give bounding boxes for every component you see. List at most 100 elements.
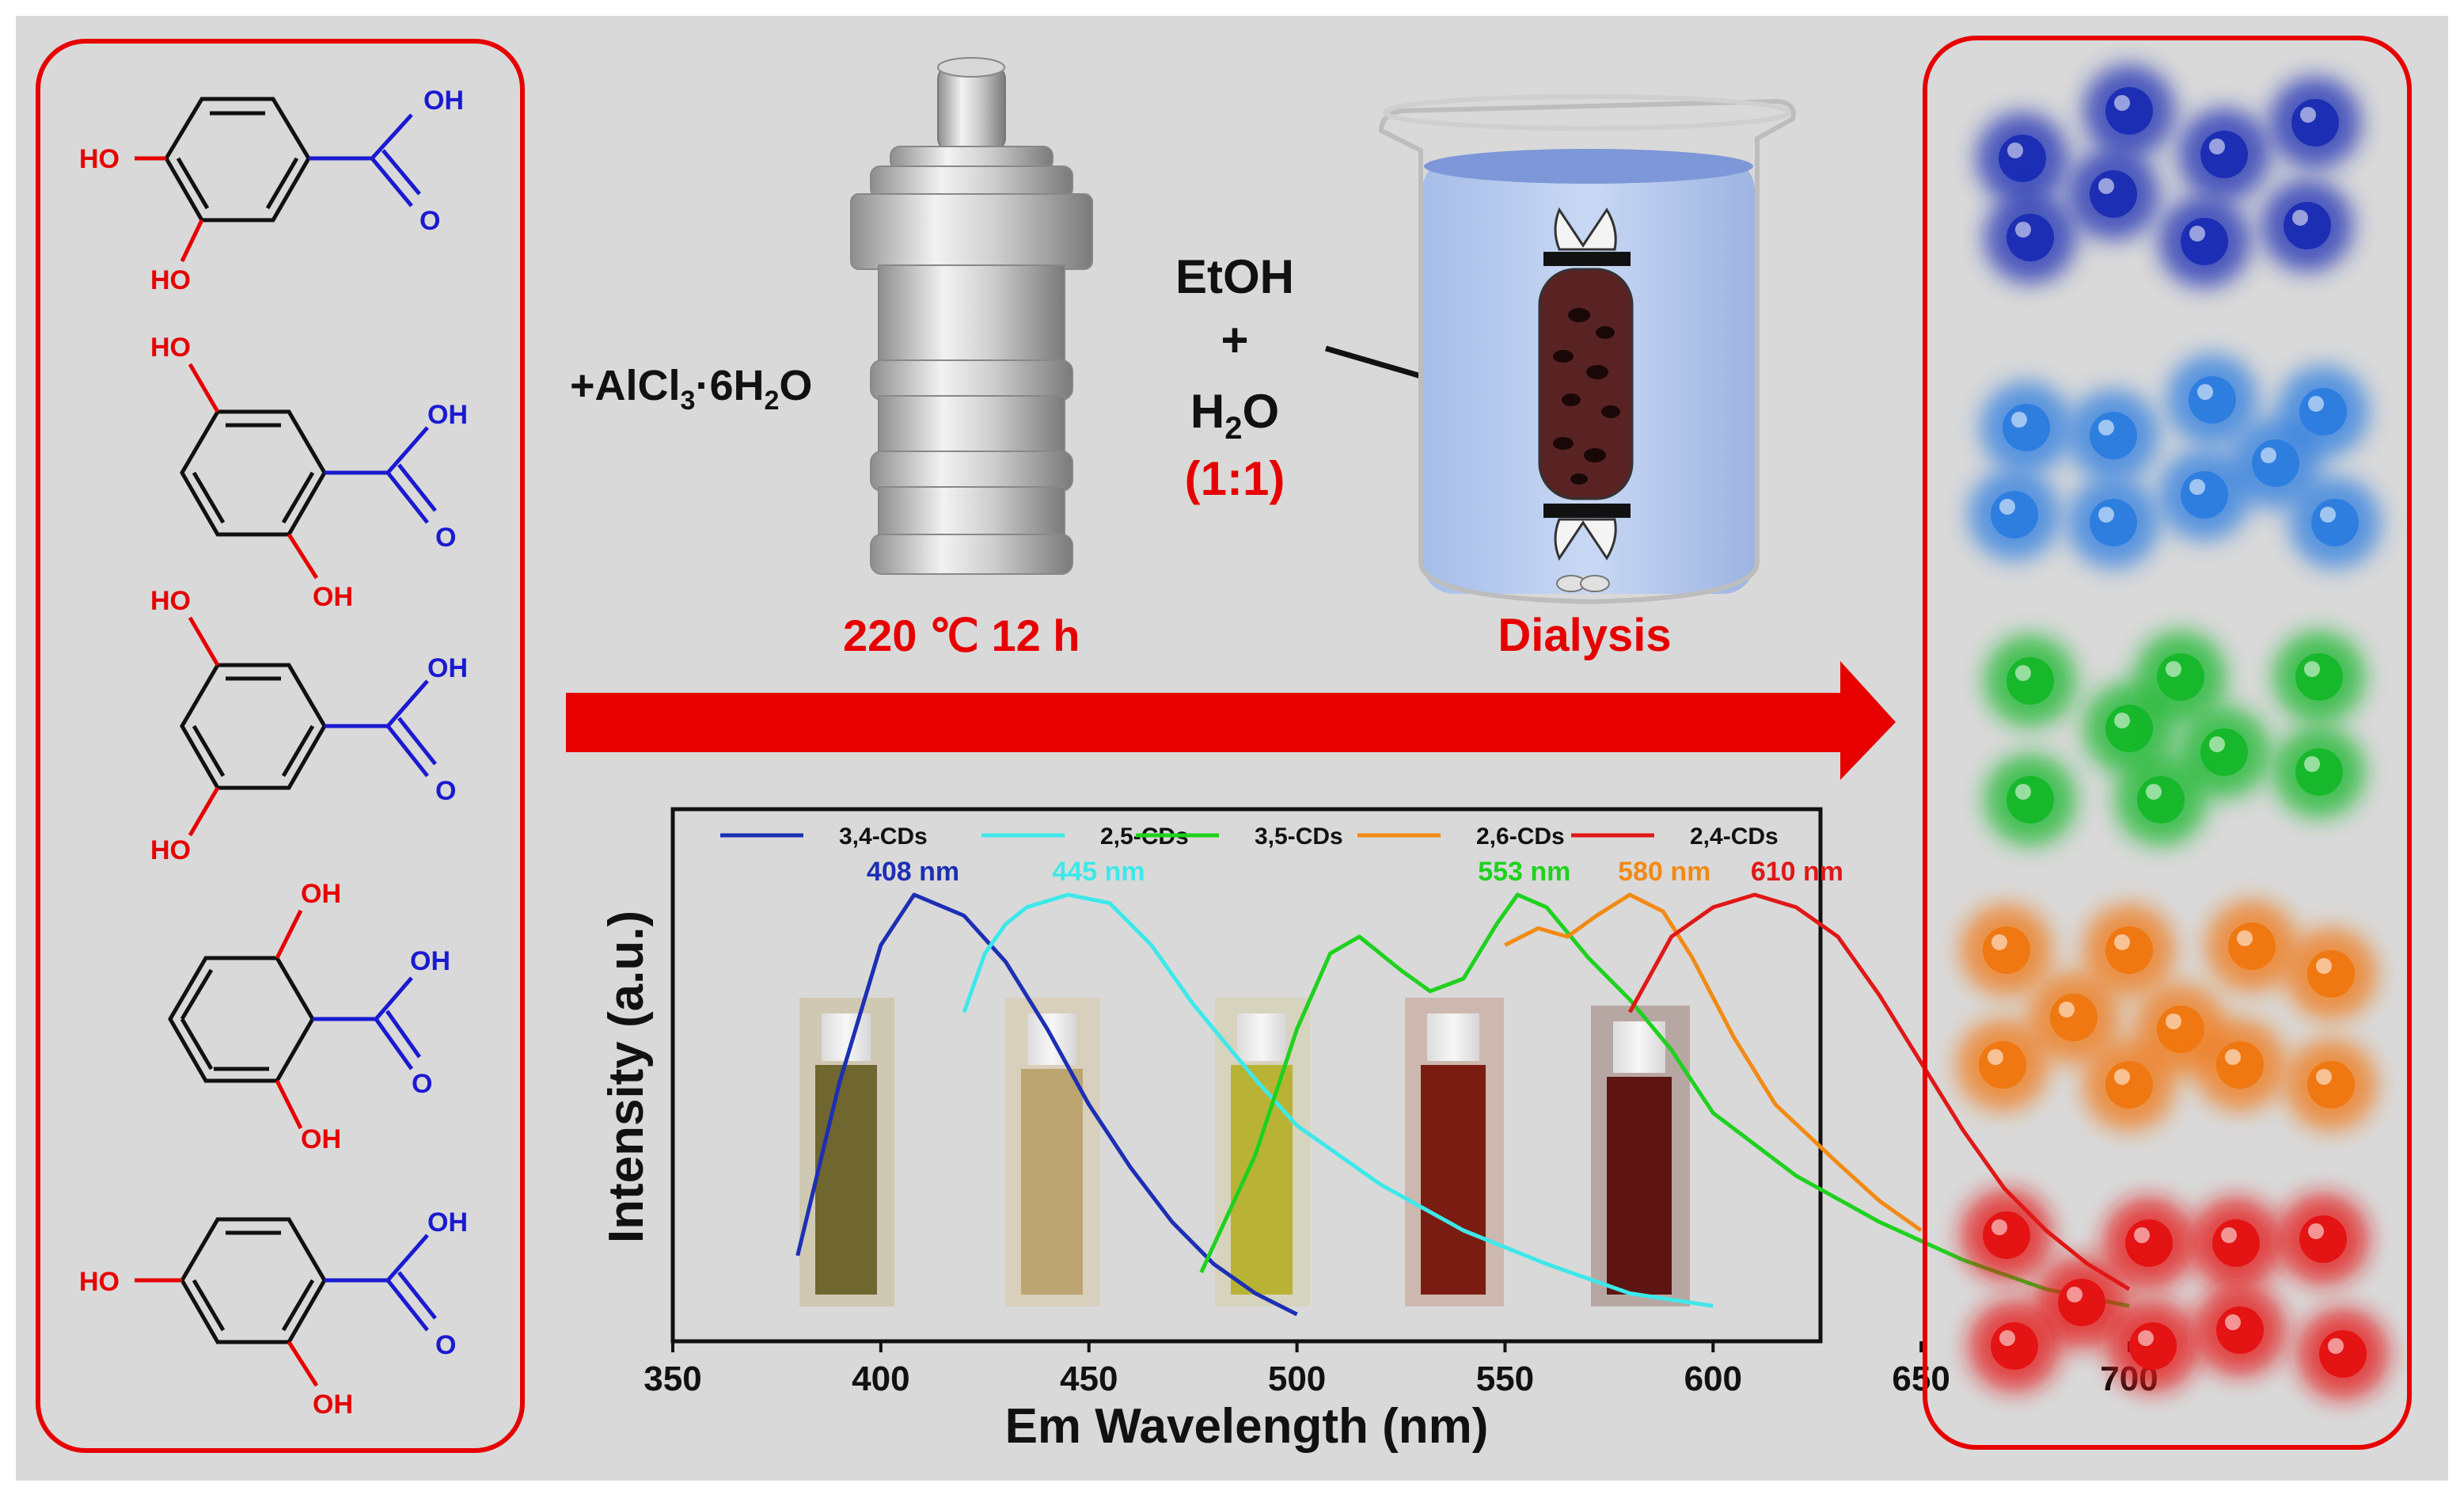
- reagent-label: +AlCl3·6H2O: [570, 362, 812, 416]
- carbon-dots-panel-border: [1923, 36, 2412, 1450]
- mol5-oh-bottom: OH: [313, 1390, 353, 1420]
- mol1-oh-acid: OH: [423, 86, 464, 116]
- solvent-line-1: EtOH: [1175, 250, 1294, 303]
- carbon-dot: [2285, 928, 2377, 1020]
- mol5-oh-left: HO: [79, 1267, 120, 1297]
- process-arrow: [566, 661, 1896, 780]
- carbon-dot: [1980, 382, 2072, 473]
- solvent-line-2: +: [1221, 314, 1248, 367]
- carbon-dot: [2273, 631, 2365, 723]
- carbon-dot: [1969, 1300, 2060, 1392]
- peak-label: 580 nm: [1618, 857, 1710, 887]
- x-tick-label: 650: [1892, 1359, 1950, 1398]
- carbon-dot: [2297, 1308, 2389, 1400]
- x-tick-label: 500: [1268, 1359, 1326, 1398]
- cuvette-photo: [799, 998, 894, 1306]
- x-axis-label: Em Wavelength (nm): [1005, 1399, 1489, 1454]
- legend-label: 2,6-CDs: [1476, 823, 1565, 850]
- carbon-dot: [2083, 65, 2175, 157]
- carbon-dot-row: [1961, 1189, 2389, 1400]
- mol2-oh-acid: OH: [427, 400, 468, 430]
- x-tick-label: 350: [644, 1359, 701, 1398]
- carbon-dot: [2285, 1039, 2377, 1131]
- carbon-dot: [2273, 726, 2365, 818]
- mol2-oh-top: HO: [150, 333, 191, 363]
- carbon-dot-rows: [1957, 65, 2389, 1400]
- mol3-carbonyl: O: [435, 776, 456, 806]
- carbon-dot: [2036, 1257, 2128, 1348]
- series-line: [795, 892, 1298, 1317]
- carbon-dot: [2277, 1193, 2369, 1285]
- carbon-dot: [1976, 112, 2068, 204]
- mol4-oh-top: OH: [301, 879, 341, 909]
- carbon-dot: [2190, 1197, 2282, 1289]
- carbon-dot-row: [1976, 65, 2361, 287]
- molecule-3-4-dihydroxybenzoic-acid: [135, 97, 421, 263]
- carbon-dot: [2166, 354, 2258, 446]
- solvent-line-3: H2O: [1190, 385, 1279, 446]
- legend-label: 3,5-CDs: [1255, 823, 1343, 850]
- carbon-dot: [2103, 1197, 2195, 1289]
- mol1-oh-left: HO: [79, 144, 120, 174]
- carbon-dot: [2206, 900, 2298, 992]
- peak-label: 408 nm: [867, 857, 959, 887]
- carbon-dot-row: [1984, 631, 2365, 846]
- carbon-dot: [1961, 904, 2052, 996]
- mol1-carbonyl: O: [420, 206, 440, 236]
- carbon-dot: [2067, 390, 2159, 481]
- series-line: [962, 892, 1714, 1308]
- carbon-dot: [1961, 1189, 2052, 1281]
- carbon-dots-panel: [1923, 36, 2412, 1450]
- autoclave-reactor: [850, 57, 1093, 575]
- peak-labels: 408 nm 445 nm 553 nm 580 nm 610 nm: [867, 857, 1843, 887]
- carbon-dot-row: [1969, 354, 2381, 568]
- peak-label: 610 nm: [1751, 857, 1843, 887]
- carbon-dot: [2067, 148, 2159, 240]
- series-line: [1199, 892, 2130, 1308]
- mol4-oh-bottom: OH: [301, 1124, 341, 1154]
- carbon-dot: [2028, 972, 2120, 1063]
- molecule-2-5-dihydroxybenzoic-acid: [180, 363, 437, 580]
- carbon-dot: [2158, 449, 2250, 541]
- mol3-oh-acid: OH: [427, 653, 468, 683]
- solvent-ratio: (1:1): [1185, 452, 1285, 505]
- peak-label: 553 nm: [1478, 857, 1570, 887]
- x-tick-label: 400: [852, 1359, 909, 1398]
- molecule-2-6-dihydroxybenzoic-acid: [168, 909, 422, 1130]
- carbon-dot: [2194, 1284, 2286, 1376]
- carbon-dot: [1969, 469, 2060, 561]
- carbon-dot: [1984, 754, 2076, 846]
- y-axis-label: Intensity (a.u.): [599, 911, 654, 1243]
- carbon-dot: [2269, 77, 2361, 169]
- cuvette-photos: [799, 998, 1690, 1306]
- reaction-condition: 220 ℃ 12 h: [843, 610, 1080, 660]
- carbon-dot: [2115, 754, 2207, 846]
- mol4-oh-acid: OH: [410, 946, 450, 976]
- mol5-oh-acid: OH: [427, 1207, 468, 1238]
- cuvette-photo: [1591, 1006, 1690, 1306]
- carbon-dot: [2067, 477, 2159, 568]
- precursor-panel: OH HO HO O HO OH OH O: [36, 39, 525, 1453]
- carbon-dot: [2178, 706, 2270, 798]
- x-tick-label: 550: [1476, 1359, 1534, 1398]
- carbon-dot: [1984, 635, 2076, 727]
- mol1-oh-lower: HO: [150, 265, 191, 295]
- molecule-2-4-dihydroxybenzoic-acid: [135, 1217, 437, 1387]
- mol3-oh-top: HO: [150, 586, 191, 616]
- peak-label: 445 nm: [1052, 857, 1145, 887]
- cuvette-photo: [1005, 998, 1100, 1306]
- carbon-dot: [2194, 1019, 2286, 1111]
- carbon-dot: [2083, 1039, 2175, 1131]
- carbon-dot: [2158, 196, 2250, 287]
- carbon-dot: [2135, 631, 2227, 723]
- mol3-oh-bottom: HO: [150, 835, 191, 865]
- legend-label: 3,4-CDs: [839, 823, 928, 850]
- x-tick-label: 450: [1060, 1359, 1118, 1398]
- dialysis-beaker: [1378, 94, 1796, 605]
- carbon-dot: [2083, 904, 2175, 996]
- mol2-carbonyl: O: [435, 523, 456, 553]
